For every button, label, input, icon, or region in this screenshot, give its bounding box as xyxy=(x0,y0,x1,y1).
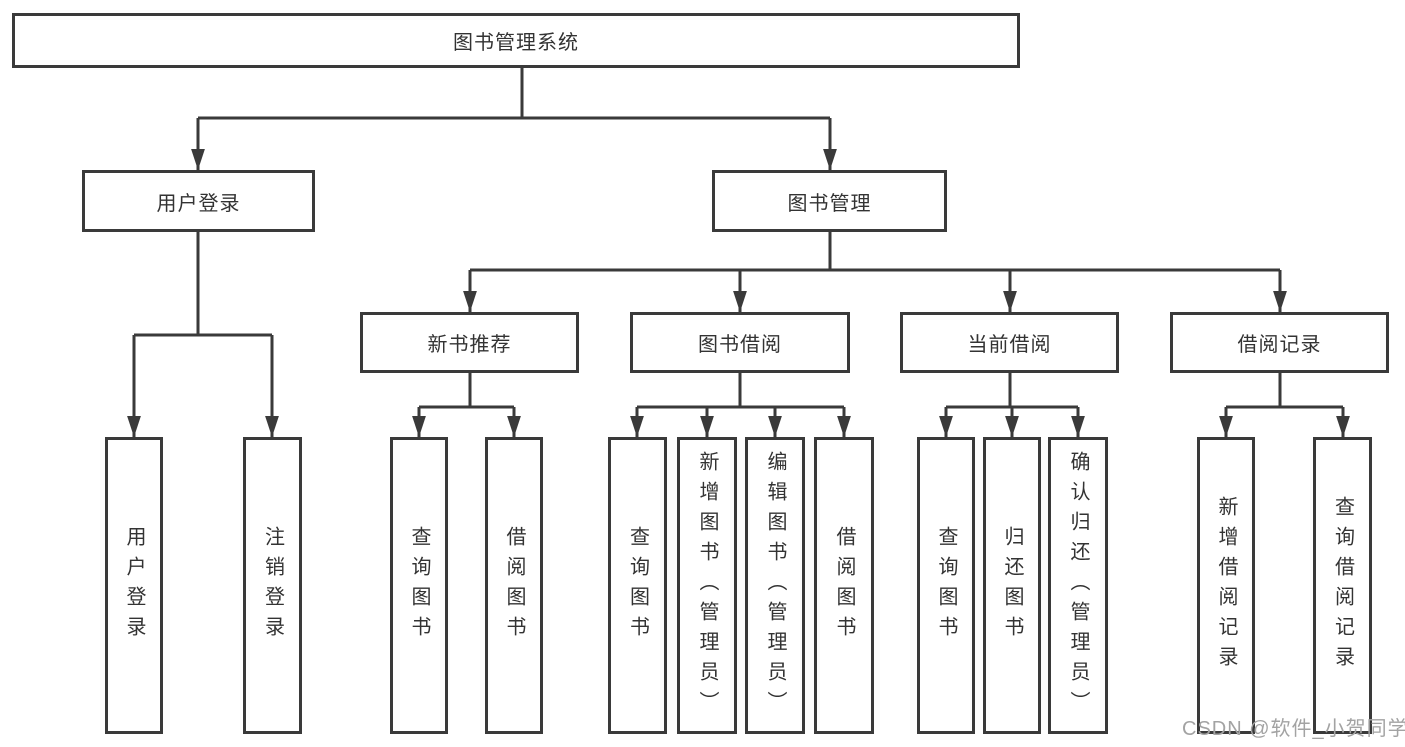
node-new-book-rec: 新书推荐 xyxy=(360,312,579,373)
node-label: 归还图书 xyxy=(1001,525,1023,646)
node-label: 新书推荐 xyxy=(427,334,512,356)
connector-trunks xyxy=(134,68,1343,409)
node-user-login: 用户登录 xyxy=(82,170,315,232)
node-label: 当前借阅 xyxy=(967,334,1052,356)
node-label: 查询图书 xyxy=(626,525,649,646)
node-label: 图书管理系统 xyxy=(453,32,579,54)
node-label: 借阅记录 xyxy=(1237,334,1322,356)
leaf-logout: 注销登录 xyxy=(243,437,302,734)
node-book-mgmt: 图书管理 xyxy=(712,170,947,232)
node-label: 图书借阅 xyxy=(698,334,782,356)
node-borrow-record: 借阅记录 xyxy=(1170,312,1389,373)
node-root: 图书管理系统 xyxy=(12,13,1020,68)
node-book-borrow: 图书借阅 xyxy=(630,312,850,373)
node-label: 确认归还（管理员） xyxy=(1067,450,1089,721)
leaf-br-query-record: 查询借阅记录 xyxy=(1313,437,1372,734)
leaf-bb-query-book: 查询图书 xyxy=(608,437,667,734)
node-label: 新增借阅记录 xyxy=(1215,495,1237,676)
node-label: 注销登录 xyxy=(261,525,284,646)
leaf-br-add-record: 新增借阅记录 xyxy=(1197,437,1255,734)
leaf-cb-confirm-return: 确认归还（管理员） xyxy=(1048,437,1108,734)
leaf-rec-query-book: 查询图书 xyxy=(390,437,448,734)
leaf-rec-borrow-book: 借阅图书 xyxy=(485,437,543,734)
node-label: 查询图书 xyxy=(935,525,957,646)
leaf-bb-edit-book: 编辑图书（管理员） xyxy=(745,437,805,734)
node-label: 用户登录 xyxy=(156,192,241,215)
leaf-bb-add-book: 新增图书（管理员） xyxy=(677,437,737,734)
leaf-user-login: 用户登录 xyxy=(105,437,163,734)
leaf-bb-borrow-book: 借阅图书 xyxy=(814,437,874,734)
node-label: 新增图书（管理员） xyxy=(696,450,718,721)
node-label: 查询借阅记录 xyxy=(1331,495,1354,676)
leaf-cb-query-book: 查询图书 xyxy=(917,437,975,734)
node-label: 查询图书 xyxy=(408,525,430,646)
leaf-cb-return-book: 归还图书 xyxy=(983,437,1041,734)
node-label: 编辑图书（管理员） xyxy=(764,450,786,721)
node-label: 借阅图书 xyxy=(833,525,855,646)
node-label: 图书管理 xyxy=(787,192,872,215)
node-label: 借阅图书 xyxy=(503,525,525,646)
node-label: 用户登录 xyxy=(123,525,145,646)
node-current-borrow: 当前借阅 xyxy=(900,312,1119,373)
csdn-watermark: CSDN @软件_小贺同学 xyxy=(1182,718,1405,740)
